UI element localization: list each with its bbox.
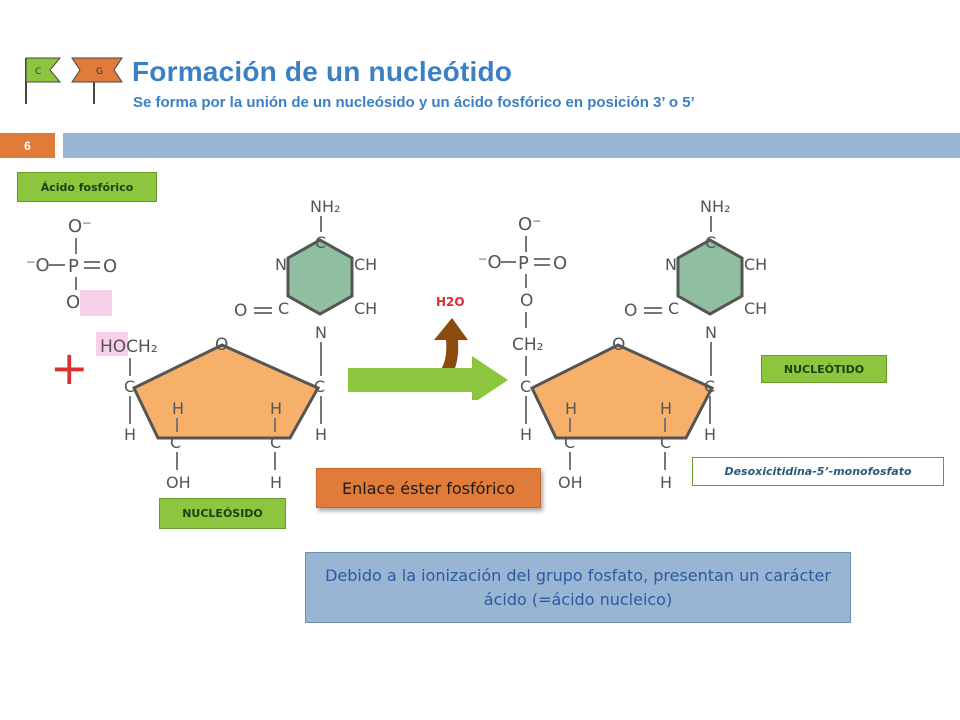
label-desoxicitidina: Desoxicitidina-5’-monofosfato (692, 457, 944, 486)
label-nucleosido: NUCLEÓSIDO (159, 498, 286, 529)
nt-base-ch-right-top: CH (744, 255, 767, 274)
sugar-h-bottom: H (270, 473, 282, 492)
label-enlace-ester: Enlace éster fosfórico (316, 468, 541, 508)
highlight-h-acid (80, 290, 112, 316)
highlight-ho-sugar (96, 332, 128, 356)
nt-sugar-h-in-right: H (660, 399, 672, 418)
sugar-c-bottom-right: C (270, 433, 281, 452)
reaction-arrow (348, 318, 508, 400)
base-ch-right-top: CH (354, 255, 377, 274)
flag-g-label: G (96, 67, 103, 77)
sugar-c-right: C (314, 377, 325, 396)
forward-arrow (348, 356, 508, 400)
sugar-o: O (215, 335, 228, 355)
flag-c-label: C (35, 67, 41, 77)
nt-base-n-left: N (665, 255, 677, 274)
base-ring (286, 238, 354, 316)
base-o-left: O (234, 301, 247, 321)
sugar-ring (132, 343, 321, 440)
nt-p: P (518, 253, 529, 274)
plus-sign: + (50, 341, 89, 395)
nt-base-n-bottom: N (705, 323, 717, 342)
base-ch-right-bottom: CH (354, 299, 377, 318)
nt-sugar-c-bottom-left: C (564, 433, 575, 452)
nt-sugar-h-right: H (704, 425, 716, 444)
nt-base-nh2: NH₂ (700, 197, 730, 216)
water-label: H2O (436, 295, 465, 309)
nt-sugar-oh-bottom: OH (558, 473, 583, 492)
nt-sugar-ring (530, 343, 715, 440)
sugar-h-left: H (124, 425, 136, 444)
nt-o-ester: O (520, 291, 533, 311)
sugar-c-bottom-left: C (170, 433, 181, 452)
sugar-h-in-right: H (270, 399, 282, 418)
nt-base-o-left: O (624, 301, 637, 321)
nt-sugar-h-left: H (520, 425, 532, 444)
nt-sugar-c-right: C (704, 377, 715, 396)
nt-sugar-c-bottom-right: C (660, 433, 671, 452)
nt-o-minus-top: O⁻ (518, 214, 542, 235)
acid-o-minus-top: O⁻ (68, 216, 92, 237)
acid-minus-o: ⁻O (26, 255, 50, 276)
base-c-left: C (278, 299, 289, 318)
base-c-top: C (315, 233, 326, 252)
page-subtitle: Se forma por la unión de un nucleósido y… (133, 94, 695, 111)
header-divider-bar (63, 133, 960, 158)
page-title: Formación de un nucleótido (132, 56, 513, 87)
base-n-left: N (275, 255, 287, 274)
nt-sugar-c-left: C (520, 377, 531, 396)
nt-sugar-o: O (612, 335, 625, 355)
nt-base-ch-right-bottom: CH (744, 299, 767, 318)
nt-sugar-h-in-left: H (565, 399, 577, 418)
acid-o-right: O (103, 256, 117, 277)
nt-minus-o: ⁻O (478, 252, 502, 273)
slide-number: 6 (0, 133, 55, 158)
base-n-bottom: N (315, 323, 327, 342)
nucleoside-hoch2: HOCH₂ (100, 337, 158, 357)
base-nh2: NH₂ (310, 197, 340, 216)
label-nucleotido: NUCLEÓTIDO (761, 355, 887, 383)
nucleotide-diagram: O⁻ ⁻O P O O CH₂ O C C H H H H C C OH H N… (478, 197, 767, 492)
nt-base-ring (676, 238, 744, 316)
acid-p: P (68, 256, 79, 277)
label-acido-fosforico: Ácido fosfórico (17, 172, 157, 202)
water-release-arrow (420, 318, 468, 392)
nt-sugar-h-bottom: H (660, 473, 672, 492)
nt-ch2: CH₂ (512, 335, 543, 355)
nt-base-c-left: C (668, 299, 679, 318)
flags-icon: C G (25, 57, 123, 104)
nucleoside-diagram: O⁻ ⁻O P O OH + HOCH₂ O C C H H C C H H O… (26, 197, 377, 492)
sugar-c-left: C (124, 377, 135, 396)
nt-o-right: O (553, 253, 567, 274)
sugar-h-in-left: H (172, 399, 184, 418)
nt-base-c-top: C (705, 233, 716, 252)
sugar-oh-bottom: OH (166, 473, 191, 492)
sugar-h-right: H (315, 425, 327, 444)
note-box: Debido a la ionización del grupo fosfato… (305, 552, 851, 623)
